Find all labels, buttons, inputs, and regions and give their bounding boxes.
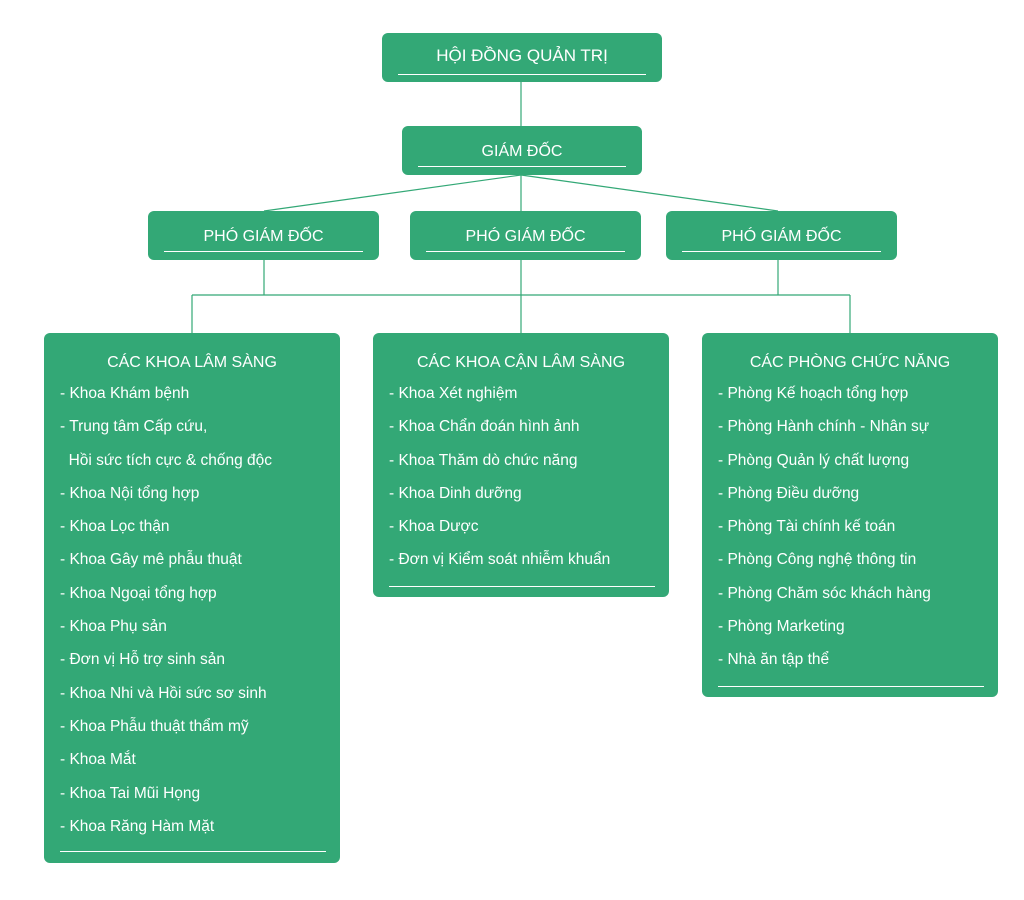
list-item: - Khoa Ngoại tổng hợp bbox=[60, 584, 217, 602]
group-functional: CÁC PHÒNG CHỨC NĂNG - Phòng Kế hoạch tổn… bbox=[702, 333, 998, 697]
list-item: - Khoa Dược bbox=[389, 518, 479, 536]
director-title: GIÁM ĐỐC bbox=[481, 143, 563, 160]
list-item: - Khoa Lọc thận bbox=[60, 518, 170, 536]
list-item: - Phòng Điều dưỡng bbox=[718, 484, 860, 502]
deputy-node-1: PHÓ GIÁM ĐỐC bbox=[148, 211, 379, 260]
list-item: - Phòng Marketing bbox=[718, 618, 845, 636]
group-item-list: - Khoa Xét nghiệm - Khoa Chẩn đoán hình … bbox=[389, 385, 610, 585]
list-item: - Khoa Tai Mũi Họng bbox=[60, 784, 201, 802]
list-item: - Khoa Gây mê phẫu thuật bbox=[60, 551, 242, 569]
group-paraclinical: CÁC KHOA CẬN LÂM SÀNG - Khoa Xét nghiệm … bbox=[373, 333, 669, 597]
deputy-title-3: PHÓ GIÁM ĐỐC bbox=[721, 228, 842, 245]
group-title: CÁC PHÒNG CHỨC NĂNG bbox=[749, 354, 951, 371]
list-item: - Phòng Công nghệ thông tin bbox=[718, 551, 917, 569]
list-item: - Phòng Tài chính kế toán bbox=[718, 518, 896, 536]
list-item: - Khoa Khám bệnh bbox=[60, 385, 190, 402]
director-node: GIÁM ĐỐC bbox=[402, 126, 642, 175]
board-underline bbox=[398, 74, 646, 75]
list-item: - Đơn vị Kiểm soát nhiễm khuẩn bbox=[389, 551, 611, 569]
group-clinical: CÁC KHOA LÂM SÀNG - Khoa Khám bệnh - Tru… bbox=[44, 333, 340, 863]
list-item: Hồi sức tích cực & chống độc bbox=[60, 451, 273, 469]
list-item: - Khoa Chẩn đoán hình ảnh bbox=[389, 418, 580, 436]
board-node: HỘI ĐỒNG QUẢN TRỊ bbox=[382, 33, 662, 82]
list-item: - Khoa Nội tổng hợp bbox=[60, 484, 200, 502]
deputy-title-1: PHÓ GIÁM ĐỐC bbox=[203, 228, 324, 245]
deputy-node-2: PHÓ GIÁM ĐỐC bbox=[410, 211, 641, 260]
list-item: - Đơn vị Hỗ trợ sinh sản bbox=[60, 651, 226, 669]
list-item: - Khoa Răng Hàm Mặt bbox=[60, 817, 215, 835]
group-title: CÁC KHOA LÂM SÀNG bbox=[107, 354, 277, 371]
list-item: - Khoa Xét nghiệm bbox=[389, 385, 518, 402]
list-item: - Nhà ăn tập thể bbox=[718, 651, 830, 669]
group-item-list: - Phòng Kế hoạch tổng hợp - Phòng Hành c… bbox=[718, 385, 931, 685]
group-underline bbox=[718, 686, 984, 687]
list-item: - Khoa Nhi và Hồi sức sơ sinh bbox=[60, 684, 267, 702]
group-item-list: - Khoa Khám bệnh - Trung tâm Cấp cứu, Hồ… bbox=[60, 385, 272, 851]
list-item: - Khoa Dinh dưỡng bbox=[389, 484, 522, 502]
list-item: - Khoa Mắt bbox=[60, 751, 136, 769]
group-underline bbox=[389, 586, 655, 587]
director-underline bbox=[418, 166, 626, 167]
list-item: - Phòng Kế hoạch tổng hợp bbox=[718, 385, 909, 402]
deputy-underline-1 bbox=[164, 251, 363, 252]
group-title: CÁC KHOA CẬN LÂM SÀNG bbox=[416, 354, 626, 371]
deputy-node-3: PHÓ GIÁM ĐỐC bbox=[666, 211, 897, 260]
list-item: - Trung tâm Cấp cứu, bbox=[60, 418, 208, 436]
group-underline bbox=[60, 851, 326, 852]
list-item: - Phòng Hành chính - Nhân sự bbox=[718, 418, 930, 436]
deputy-underline-3 bbox=[682, 251, 881, 252]
list-item: - Phòng Chăm sóc khách hàng bbox=[718, 584, 931, 602]
deputy-underline-2 bbox=[426, 251, 625, 252]
list-item: - Khoa Phụ sản bbox=[60, 618, 167, 636]
list-item: - Khoa Phẫu thuật thẩm mỹ bbox=[60, 717, 249, 735]
list-item: - Phòng Quản lý chất lượng bbox=[718, 451, 910, 469]
board-title: HỘI ĐỒNG QUẢN TRỊ bbox=[436, 46, 608, 65]
list-item: - Khoa Thăm dò chức năng bbox=[389, 451, 578, 469]
deputy-title-2: PHÓ GIÁM ĐỐC bbox=[465, 228, 586, 245]
